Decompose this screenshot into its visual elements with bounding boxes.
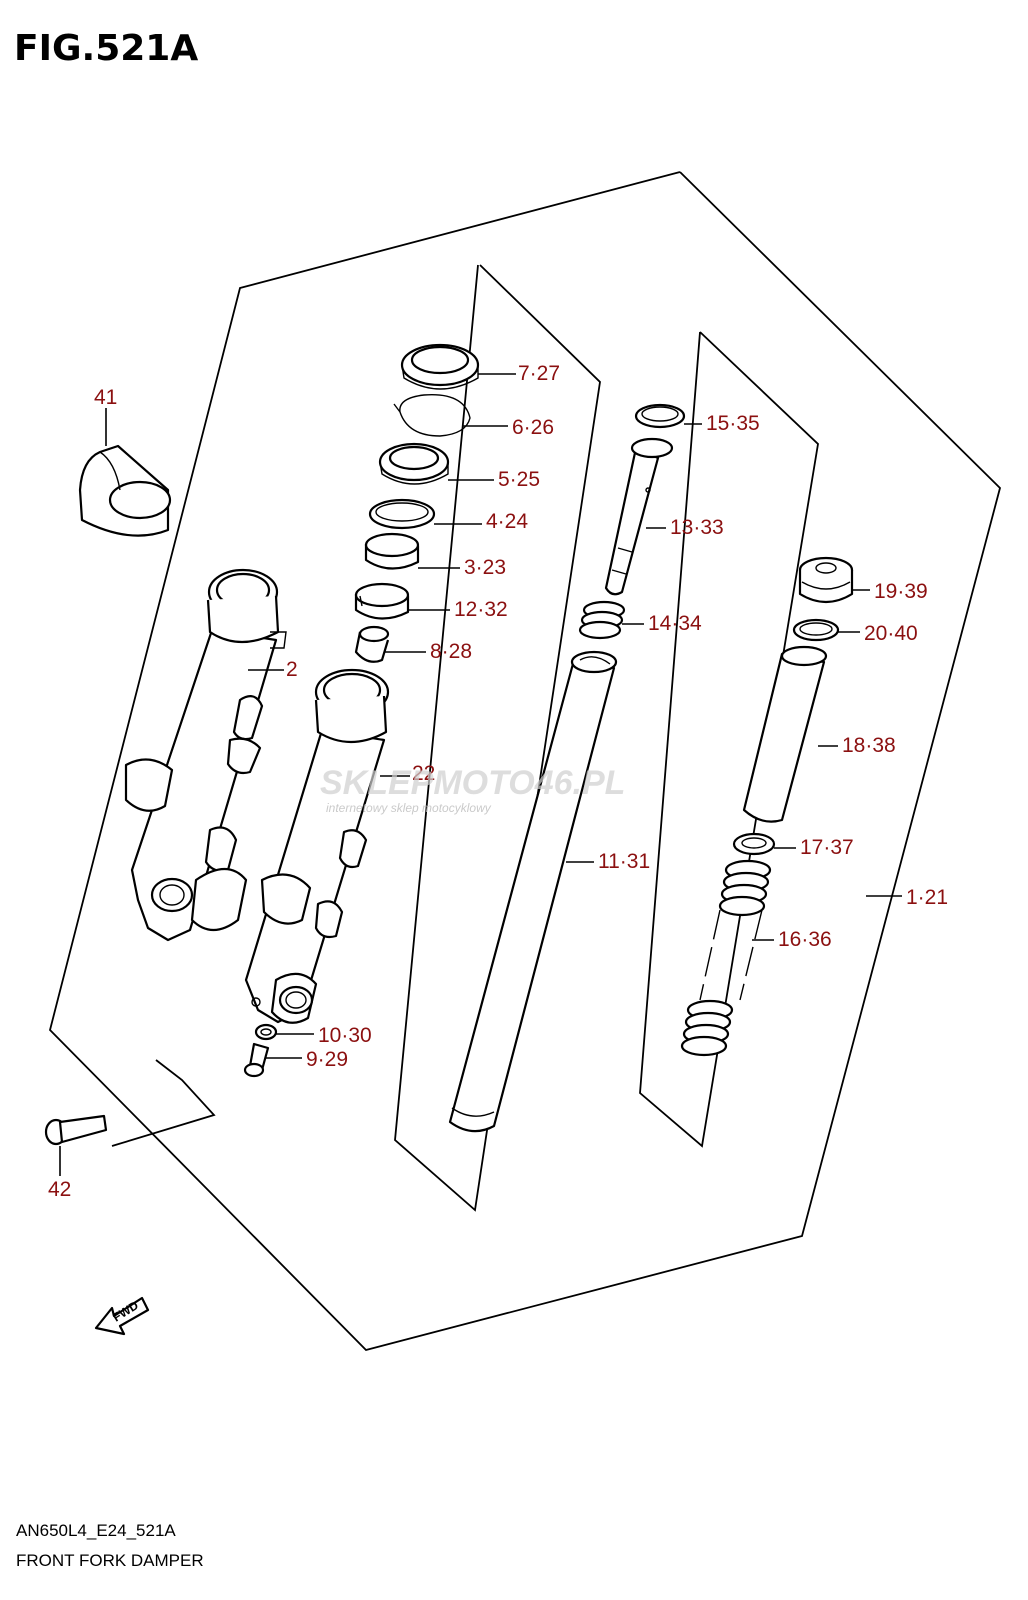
callout-10-30: 10·30 bbox=[318, 1024, 372, 1047]
callout-6-26: 6·26 bbox=[512, 416, 554, 439]
callout-16-36: 16·36 bbox=[778, 928, 832, 951]
callout-42: 42 bbox=[48, 1178, 71, 1201]
callout-4-24: 4·24 bbox=[486, 510, 528, 533]
assembly-boundary-outline bbox=[49, 171, 1002, 1352]
rod-group-outline bbox=[639, 331, 819, 1148]
callout-15-35: 15·35 bbox=[706, 412, 760, 435]
callout-2: 2 bbox=[286, 658, 298, 681]
part-18-spacer[interactable] bbox=[742, 645, 828, 823]
model-code: AN650L4_E24_521A bbox=[16, 1521, 176, 1540]
callout-22: 22 bbox=[412, 762, 435, 785]
callout-14-34: 14·34 bbox=[648, 612, 702, 635]
part-15-circlip[interactable] bbox=[634, 403, 686, 429]
part-10-gasket[interactable] bbox=[254, 1023, 278, 1041]
part-20-o-ring[interactable] bbox=[792, 618, 840, 642]
callout-11-31: 11·31 bbox=[598, 850, 650, 873]
part-17-washer[interactable] bbox=[732, 832, 776, 856]
callout-41: 41 bbox=[94, 386, 117, 409]
arrow-forward-icon bbox=[94, 1296, 150, 1336]
part-9-damper-bolt[interactable] bbox=[243, 1042, 270, 1078]
part-41-cover[interactable] bbox=[78, 444, 172, 537]
fwd-direction-badge: FWD bbox=[94, 1296, 150, 1336]
cylinder-group-outline bbox=[394, 264, 601, 1212]
callout-8-28: 8·28 bbox=[430, 640, 472, 663]
callout-20-40: 20·40 bbox=[864, 622, 918, 645]
part-4-washer[interactable] bbox=[368, 498, 436, 530]
part-6-stopper-ring[interactable] bbox=[393, 394, 471, 437]
part-42-axle-pinch-bolt[interactable] bbox=[44, 1114, 108, 1146]
part-2-outer-tube-left[interactable] bbox=[124, 568, 287, 942]
part-5-oil-seal[interactable] bbox=[378, 442, 450, 485]
callout-19-39: 19·39 bbox=[874, 580, 928, 603]
callout-9-29: 9·29 bbox=[306, 1048, 348, 1071]
part-8-oil-lock-piece[interactable] bbox=[354, 625, 390, 663]
part-3-bushing[interactable] bbox=[364, 532, 420, 570]
callout-18-38: 18·38 bbox=[842, 734, 896, 757]
part-7-dust-seal[interactable] bbox=[400, 343, 480, 390]
watermark-sub: internetowy sklep motocyklowy bbox=[326, 801, 492, 815]
part-13-damper-rod[interactable] bbox=[604, 437, 674, 596]
callout-1-21: 1·21 bbox=[906, 886, 948, 909]
figure-title: FIG.521A bbox=[14, 28, 198, 69]
callout-13-33: 13·33 bbox=[670, 516, 724, 539]
bolt-linkage-outline bbox=[111, 1059, 216, 1147]
part-12-bushing[interactable] bbox=[354, 582, 410, 620]
callout-7-27: 7·27 bbox=[518, 362, 560, 385]
callout-17-37: 17·37 bbox=[800, 836, 854, 859]
callout-5-25: 5·25 bbox=[498, 468, 540, 491]
part-16-fork-spring[interactable] bbox=[680, 859, 772, 1057]
callout-12-32: 12·32 bbox=[454, 598, 508, 621]
part-11-inner-tube[interactable] bbox=[448, 650, 618, 1133]
part-19-cap-bolt[interactable] bbox=[798, 556, 854, 604]
watermark-main: SKLEPMOTO46.PL bbox=[320, 764, 625, 802]
part-14-rebound-spring[interactable] bbox=[578, 600, 626, 640]
figure-caption: FRONT FORK DAMPER bbox=[16, 1551, 204, 1570]
callout-3-23: 3·23 bbox=[464, 556, 506, 579]
leader-lines bbox=[59, 373, 902, 1176]
part-22-outer-tube-right[interactable] bbox=[244, 668, 390, 1024]
